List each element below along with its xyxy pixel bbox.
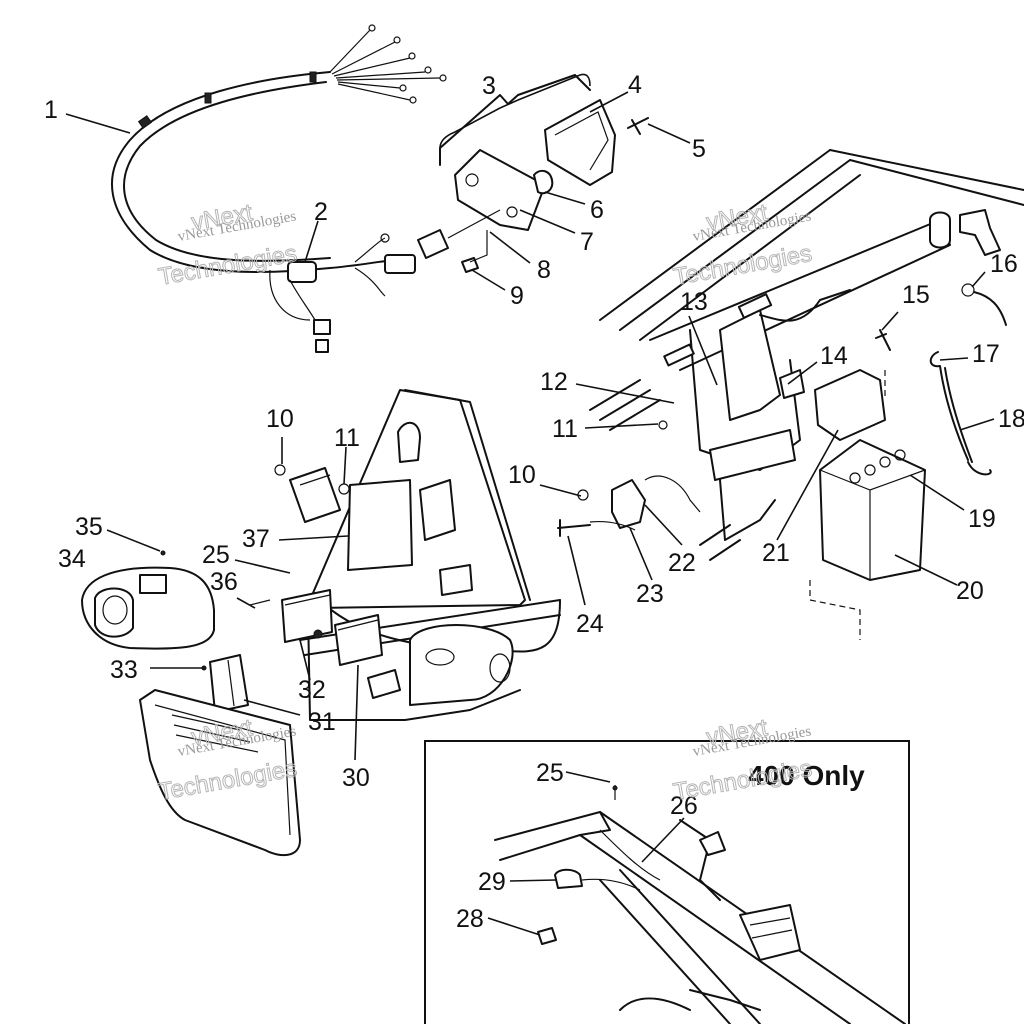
center-bracket [299, 389, 561, 721]
battery [779, 369, 926, 640]
wiring-harness [111, 24, 447, 353]
callout-5: 5 [692, 135, 706, 163]
callout-7: 7 [580, 228, 594, 256]
callout-15: 15 [902, 281, 930, 309]
callout-22: 22 [668, 549, 696, 577]
callout-31: 31 [308, 708, 336, 736]
callout-11-left: 11 [334, 424, 360, 452]
callout-9: 9 [510, 282, 524, 310]
callout-21: 21 [762, 539, 790, 567]
callout-labels: 1 2 3 4 5 6 7 8 9 10 11 12 11 13 14 15 1… [44, 71, 1024, 933]
solenoid-assembly [557, 420, 701, 537]
callout-35: 35 [75, 513, 103, 541]
callout-24: 24 [576, 610, 604, 638]
callout-25-inset: 25 [536, 759, 564, 787]
callout-18: 18 [998, 405, 1024, 433]
callout-14: 14 [820, 342, 848, 370]
callout-37: 37 [242, 525, 270, 553]
battery-cables [875, 283, 1007, 476]
callout-26: 26 [670, 792, 698, 820]
callout-29: 29 [478, 868, 506, 896]
tool-box [81, 550, 215, 650]
callout-12: 12 [540, 368, 568, 396]
callout-10-right: 10 [508, 461, 536, 489]
callout-28: 28 [456, 905, 484, 933]
callout-13: 13 [680, 288, 708, 316]
callout-23: 23 [636, 580, 664, 608]
inset-title: 400 Only [748, 760, 865, 791]
callout-11-right: 11 [552, 415, 578, 443]
brackets [201, 589, 383, 713]
callout-34: 34 [58, 545, 86, 573]
inset-400-only: 400 Only [424, 740, 910, 1024]
callout-8: 8 [537, 256, 551, 284]
callout-1: 1 [44, 96, 58, 124]
leader-lines [65, 73, 995, 936]
callout-20: 20 [956, 577, 984, 605]
callout-33: 33 [110, 656, 138, 684]
svg-text:Technologies: Technologies [671, 240, 814, 291]
callout-3: 3 [482, 72, 496, 100]
callout-25-main: 25 [202, 541, 230, 569]
mud-flap [139, 689, 301, 857]
callout-32: 32 [298, 676, 326, 704]
callout-36: 36 [210, 568, 238, 596]
svg-text:Technologies: Technologies [156, 240, 299, 291]
callout-4: 4 [628, 71, 642, 99]
callout-2: 2 [314, 198, 328, 226]
callout-19: 19 [968, 505, 996, 533]
frame-upper-right [589, 149, 1024, 561]
callout-6: 6 [590, 196, 604, 224]
callout-17: 17 [972, 340, 1000, 368]
tail-light-assembly [417, 74, 649, 273]
callout-10-left: 10 [266, 405, 294, 433]
callout-16: 16 [990, 250, 1018, 278]
callout-30: 30 [342, 764, 370, 792]
ignition-coil [274, 464, 350, 523]
